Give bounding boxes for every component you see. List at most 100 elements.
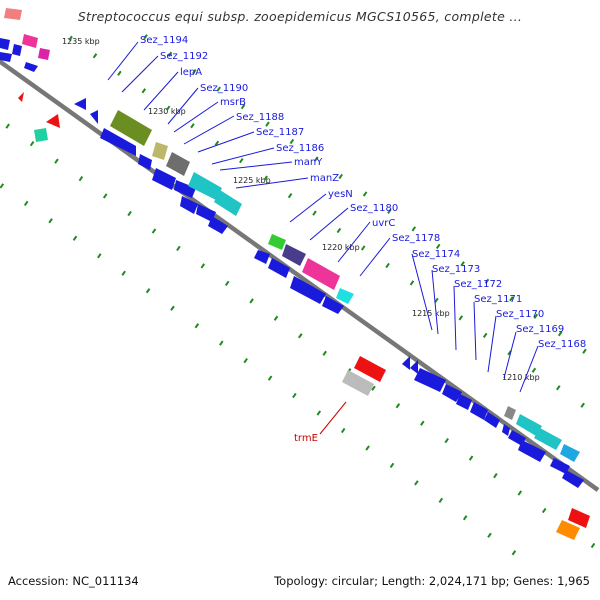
gene-label: Sez_1188 [236,112,284,123]
gene-label: Sez_1186 [276,143,324,154]
track-dot [54,158,59,164]
gene-label: Sez_1173 [432,264,480,275]
track-dot [493,472,498,479]
gene-label: lepA [180,67,202,78]
accession-label: Accession: [8,574,69,588]
gene-label: Sez_1187 [256,127,304,138]
track-dot [322,350,327,356]
feature-red [568,508,590,528]
feature-darkslate [282,244,306,266]
track-dot [385,262,390,269]
track-dot [340,427,346,434]
leader-line [235,177,309,189]
gene-label: Sez_1194 [140,35,188,46]
track-dot [590,542,596,549]
gene-label: Sez_1192 [160,51,208,62]
track-dot [582,348,587,354]
track-dot [92,53,98,59]
gene-blue [254,250,270,264]
gene-label: Sez_1174 [412,249,460,260]
track-dot [316,410,322,416]
track-dot [314,156,319,162]
feature-cyan [336,288,354,304]
gene-blue [0,52,12,62]
track-dot [517,490,523,496]
track-dot [117,70,122,76]
track-dot [557,331,563,337]
feature-cyan [188,172,222,200]
track-dot [468,455,474,461]
track-dot [141,88,147,94]
scale-label-1220: 1220 kbp [322,243,360,252]
track-dot [298,333,303,339]
gene-label: manZ [310,173,339,184]
gene-blue [24,62,38,72]
track-dot [395,403,401,409]
track-dot [176,245,181,252]
gene-blue [152,168,176,190]
gene-label: Sez_1180 [350,203,398,214]
track-dot [224,280,230,287]
feature-group-rna [342,356,386,396]
feature-silver [342,370,374,396]
feature-salmon [4,8,22,20]
leader-line [359,237,391,277]
dotted-tracks [0,34,596,556]
feature-cyan [560,444,580,462]
track-dot [511,550,517,556]
leader-line [453,285,457,351]
feature-pink [302,258,340,290]
leader-line [411,253,433,331]
track-dot [556,385,561,391]
leader-line [173,101,219,133]
track-dot [389,462,395,469]
track-dot [312,210,317,216]
gene-blue [268,258,290,278]
genome-backbone [0,58,600,492]
track-dot [411,226,417,232]
track-dot [5,123,10,129]
track-dot [165,105,171,111]
leader-line [211,147,275,165]
leader-line-rna [319,401,347,435]
track-dot [167,51,173,57]
feature-gray [504,406,516,420]
track-dot [190,123,195,129]
track-dot [362,191,368,197]
gene-blue [410,360,418,374]
feature-cyan [516,414,542,436]
gene-label: msrB [220,97,246,108]
gene-blue [484,412,500,428]
gene-blue [90,110,98,124]
track-dot [219,340,224,346]
scale-label-1230: 1230 kbp [148,107,186,116]
feature-red [354,356,386,382]
gene-blue [174,180,196,198]
track-dot [170,305,175,311]
feature-green [268,234,286,250]
track-dot [0,183,5,189]
gene-blue [196,204,216,222]
gene-blue [414,368,446,392]
track-dot [444,437,449,444]
track-dot [29,140,35,147]
feature-group-middle [254,234,354,314]
track-dot [533,313,539,319]
label-leader-lines [107,41,539,435]
track-dot [438,497,444,504]
feature-group-left [0,8,60,142]
track-dot [371,385,376,391]
gene-label: Sez_1172 [454,279,502,290]
gene-blue [138,154,152,170]
track-dot [151,228,157,234]
track-dot [265,121,270,127]
map-title: Streptococcus equi subsp. zooepidemicus … [77,9,523,24]
leader-line [309,207,349,241]
track-dot [580,402,585,408]
feature-olive [110,110,152,146]
gene-label: Sez_1170 [496,309,544,320]
gene-label: uvrC [372,218,395,229]
track-dot [97,253,102,259]
